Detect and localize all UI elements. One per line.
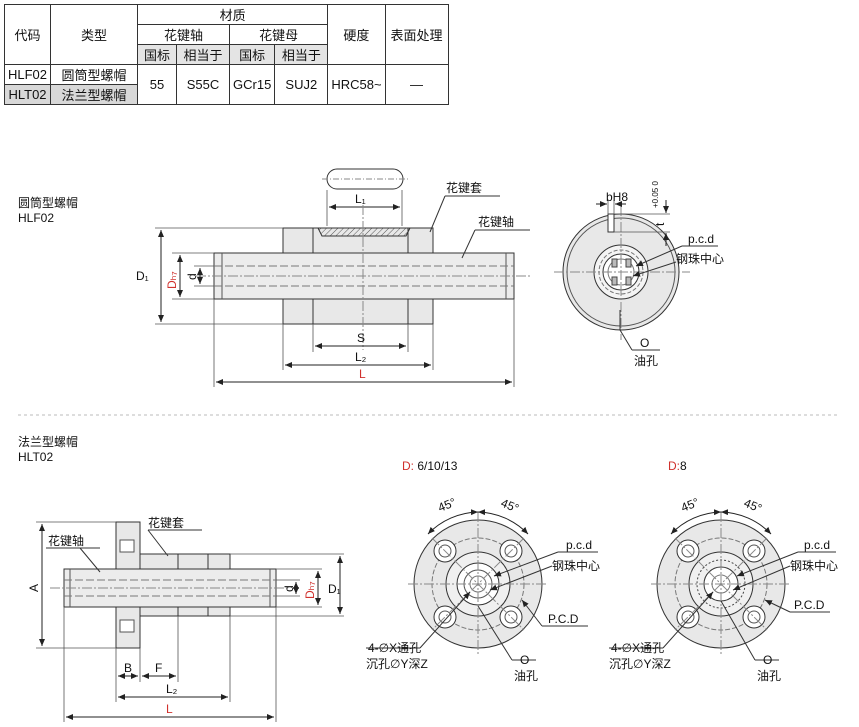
label-holes-v2: 4-∅X通孔 [611,641,664,655]
label-oil-v1: 油孔 [514,669,538,683]
label-pcd-v2: p.c.d [804,538,830,552]
label-D1: D₁ [136,269,149,283]
header-gb-nut: 国标 [229,44,276,65]
label-L2: L₂ [355,350,367,364]
hlf02-section: 圆筒型螺帽 HLF02 L₁ [18,168,724,387]
cell-nut-gb: GCr15 [229,64,276,105]
label-sleeve: 花键套 [446,180,482,195]
dim-diameters: D₁ Dₕ₇ d [136,227,283,325]
label-A: A [27,584,41,592]
cell-shaft-gb: 55 [137,64,178,105]
header-material: 材质 [137,4,329,25]
dim-lengths: S L₂ L [213,299,515,387]
label-d-bottom: d [282,585,296,592]
label-F: F [155,661,162,675]
hlf02-title: 圆筒型螺帽 [18,195,78,210]
row-code: HLF02 [3,64,52,85]
hlf02-code: HLF02 [18,211,54,225]
label-S: S [357,331,365,345]
angle-label-1b: 45° [499,496,521,516]
row-type: 法兰型螺帽 [50,84,139,105]
label-PCD-v2: P.C.D [794,598,825,612]
label-Dh7: Dₕ₇ [165,271,179,289]
label-D1-bottom: D₁ [328,582,341,596]
angle-label-2a: 45° [679,495,701,515]
header-surface: 表面处理 [384,4,449,65]
header-hardness: 硬度 [327,4,386,65]
label-shaft-bottom: 花键轴 [48,533,84,548]
spline-shaft [196,205,530,350]
label-oil-v2: 油孔 [757,669,781,683]
cell-hardness: HRC58~ [327,64,386,105]
cell-surface: — [384,64,449,105]
label-L: L [359,367,366,381]
label-tolerance: +0.05 0 [651,181,660,208]
view2-caption: D:8 [668,459,687,473]
label-bH8: bH8 [606,190,628,204]
spec-table: 代码 类型 材质 硬度 表面处理 花键轴 花键母 国标 相当于 国标 相当于 H… [3,4,449,105]
label-O-v2: O [763,653,772,667]
flange-end-view-2: 45° 45° p.c.d 钢珠中心 P.C.D 4-∅X通孔 沉孔∅Y深Z O… [609,495,838,683]
label-L-bottom: L [166,702,173,716]
label-O: O [640,336,649,350]
row-code: HLT02 [3,84,52,105]
cell-shaft-eq: S55C [176,64,231,105]
header-gb-shaft: 国标 [137,44,178,65]
label-pcd-v1: p.c.d [566,538,592,552]
hlt02-code: HLT02 [18,450,53,464]
dim-L1: L₁ [326,190,403,226]
label-oil-hole: 油孔 [634,354,658,368]
hlt02-title: 法兰型螺帽 [18,434,78,449]
cell-nut-eq: SUJ2 [274,64,329,105]
label-PCD-v1: P.C.D [548,612,579,626]
header-code: 代码 [3,4,52,65]
label-L1: L₁ [355,192,366,206]
leaders-top: 花键套 花键轴 [429,180,530,259]
row-type: 圆筒型螺帽 [50,64,139,85]
label-L2-bottom: L₂ [166,682,178,696]
label-sleeve-bottom: 花键套 [148,515,184,530]
flange-end-view-1: 45° 45° p.c.d 钢珠中心 P.C.D 4-∅X通孔 沉孔∅Y深Z O… [366,495,600,683]
label-cbore-v2: 沉孔∅Y深Z [609,657,671,671]
leader-sleeve [147,529,169,557]
label-pcd-small: p.c.d [688,232,714,246]
spline-shaft-bottom [50,568,290,608]
hlf02-end-view: bH8 +0.05 0 t p.c.d 钢珠中心 O 油孔 [554,181,724,368]
label-B: B [124,661,132,675]
label-cbore-v1: 沉孔∅Y深Z [366,657,428,671]
label-d: d [185,273,199,280]
leader-shaft [79,547,101,573]
angle-label-1a: 45° [436,495,458,515]
label-O-v1: O [520,653,529,667]
header-eq-nut: 相当于 [274,44,329,65]
label-shaft: 花键轴 [478,214,514,229]
angle-label-2b: 45° [742,496,764,516]
label-Dh7-bottom: Dₕ₇ [303,581,317,599]
label-ball-center: 钢珠中心 [676,251,724,266]
hlt02-section: 法兰型螺帽 HLT02 花键套 花键轴 A [18,434,838,722]
view1-caption: D: 6/10/13 [402,459,458,473]
label-ball-v2: 钢珠中心 [790,558,838,573]
label-t: t [653,222,667,226]
label-ball-v1: 钢珠中心 [552,558,600,573]
key-shape [322,168,408,190]
label-holes-v1: 4-∅X通孔 [368,641,421,655]
